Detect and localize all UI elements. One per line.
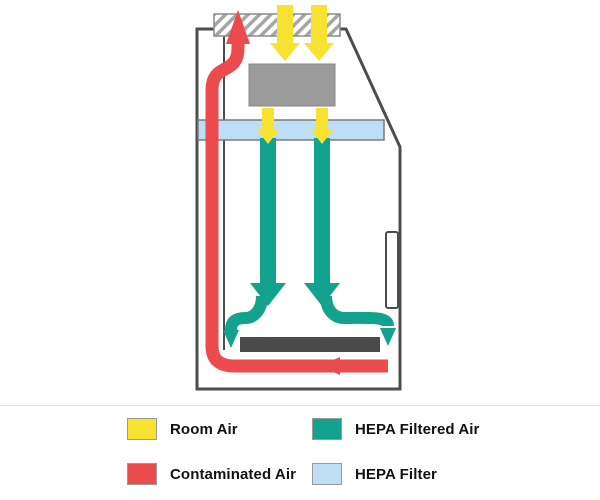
room-air-swatch-icon [127, 418, 157, 440]
hepa-filtered-air-swatch-icon [312, 418, 342, 440]
legend-label-hepa-filtered-air: HEPA Filtered Air [355, 420, 480, 438]
legend-item-room-air: Room Air [127, 418, 238, 440]
legend-divider [0, 405, 600, 406]
legend: Room Air HEPA Filtered Air Contaminated … [0, 406, 600, 500]
legend-item-contaminated-air: Contaminated Air [127, 463, 296, 485]
filter-air-arrow-left-head [257, 130, 279, 144]
blower-box [248, 63, 336, 107]
hepa-air-curve-rear [320, 295, 394, 328]
filter-air-arrow-right-shaft [316, 108, 328, 130]
sash-handle [385, 231, 399, 309]
cabinet-airflow-svg [195, 5, 402, 391]
hepa-air-arrow-left-shaft [260, 138, 276, 284]
contaminated-air-exhaust-head [226, 10, 250, 44]
legend-label-hepa-filter: HEPA Filter [355, 465, 437, 483]
filter-air-arrow-right-head [311, 130, 333, 144]
legend-item-hepa-filter: HEPA Filter [312, 463, 437, 485]
hepa-air-arrow-right-head [304, 283, 340, 306]
hepa-filter-swatch-icon [312, 463, 342, 485]
room-air-arrow-right-head [304, 43, 334, 61]
legend-item-hepa-filtered-air: HEPA Filtered Air [312, 418, 480, 440]
legend-label-contaminated-air: Contaminated Air [170, 465, 297, 483]
contaminated-air-path [205, 41, 388, 373]
room-air-arrow-right-shaft [311, 5, 327, 43]
work-surface [240, 337, 380, 352]
hepa-air-arrow-right-shaft [314, 138, 330, 284]
hepa-filter-bar [197, 119, 385, 141]
filter-air-arrow-left-shaft [262, 108, 274, 130]
hepa-air-curve-front-head [223, 330, 239, 348]
legend-label-room-air: Room Air [170, 420, 238, 438]
hepa-air-curve-rear-head [380, 328, 396, 346]
hepa-air-curve-front [225, 295, 268, 331]
contaminated-air-left-head [320, 357, 340, 375]
room-air-arrow-left-head [270, 43, 300, 61]
room-air-arrow-left-shaft [277, 5, 293, 43]
hepa-air-arrow-left-head [250, 283, 286, 306]
contaminated-air-swatch-icon [127, 463, 157, 485]
